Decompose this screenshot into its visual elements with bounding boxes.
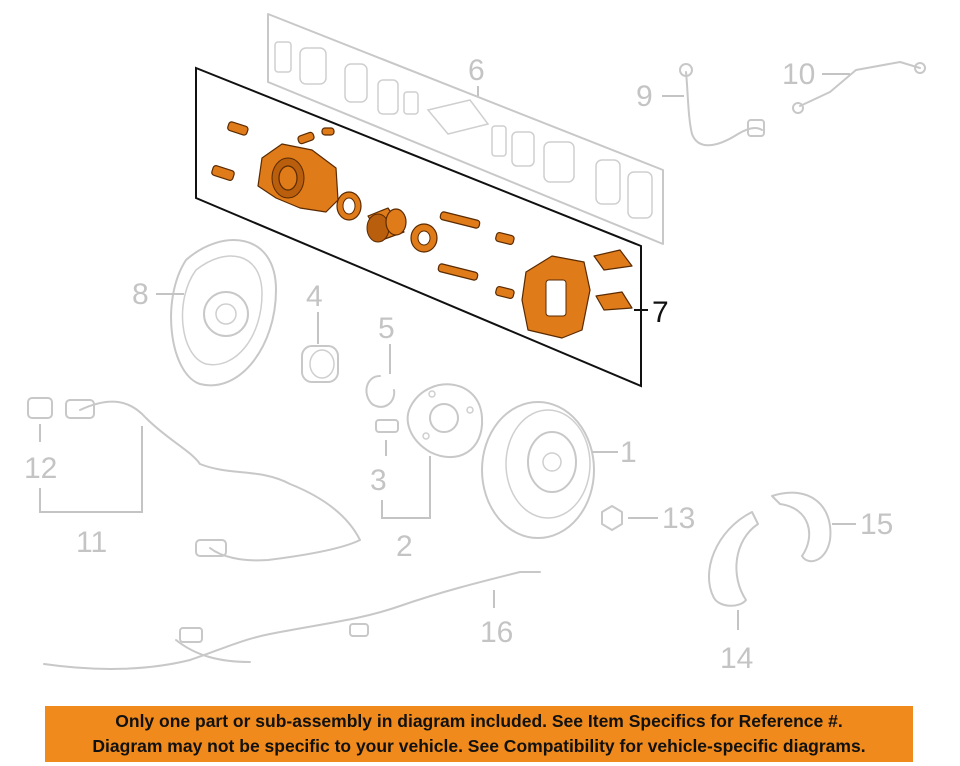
callout-1: 1 <box>620 436 637 469</box>
item-3-hub-bolt <box>375 419 399 433</box>
callout-2: 2 <box>396 530 413 563</box>
callout-3: 3 <box>370 464 387 497</box>
item-16-parking-cable <box>43 571 541 670</box>
callout-12: 12 <box>24 452 57 485</box>
item-12-abs-clip <box>27 397 53 419</box>
callout-9: 9 <box>636 80 653 113</box>
item-15-parking-shoe <box>771 491 832 563</box>
item-4-wheel-bearing <box>301 345 339 383</box>
disclaimer-banner: Only one part or sub-assembly in diagram… <box>45 706 913 762</box>
callout-8: 8 <box>132 278 149 311</box>
item-13-lug-nut <box>601 505 623 531</box>
callout-13: 13 <box>662 502 695 535</box>
item-10-brake-line <box>792 61 926 114</box>
callout-6: 6 <box>468 54 485 87</box>
callout-5: 5 <box>378 312 395 345</box>
item-1-brake-rotor <box>481 401 595 539</box>
banner-line-1: Only one part or sub-assembly in diagram… <box>115 711 843 731</box>
item-7-caliper-assembly <box>195 66 642 388</box>
parts-diagram: 6 9 10 <box>24 13 926 675</box>
callout-4: 4 <box>306 280 323 313</box>
leader-11 <box>39 426 143 513</box>
item-9-brake-hose <box>679 63 765 147</box>
leader-2 <box>381 456 431 519</box>
item-8-backing-plate <box>170 239 277 387</box>
item-14-parking-shoe <box>708 511 759 607</box>
callout-11: 11 <box>76 526 107 559</box>
callout-7: 7 <box>652 296 669 329</box>
callout-15: 15 <box>860 508 893 541</box>
item-5-snap-ring <box>365 375 396 408</box>
item-6-pad-kit <box>267 13 664 245</box>
callout-14: 14 <box>720 642 753 675</box>
banner-line-2: Diagram may not be specific to your vehi… <box>92 736 866 756</box>
callout-16: 16 <box>480 616 513 649</box>
item-11-abs-harness <box>65 399 361 562</box>
callout-10: 10 <box>782 58 815 91</box>
item-2-wheel-hub <box>406 383 484 458</box>
